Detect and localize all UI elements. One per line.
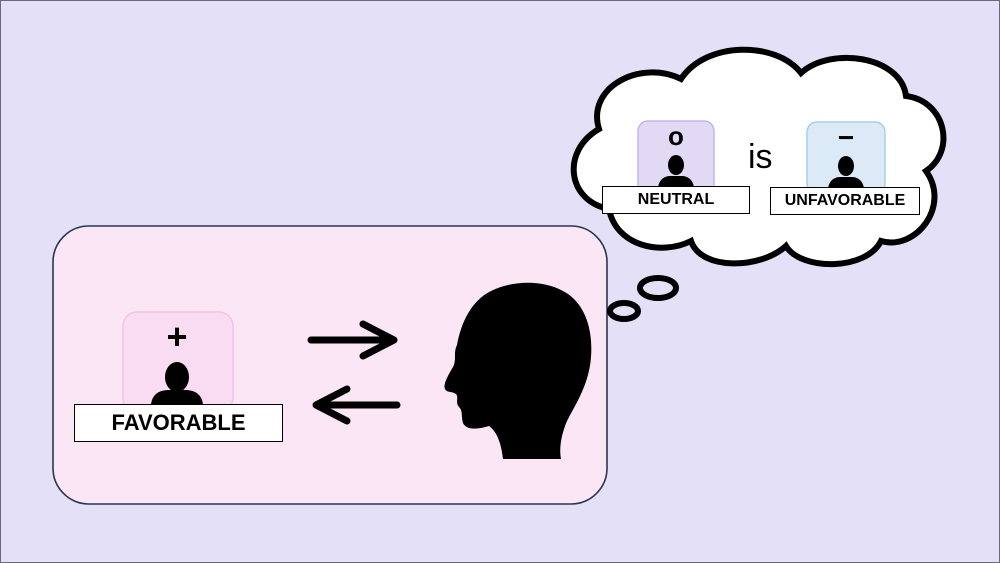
connector-word: is xyxy=(748,138,773,176)
favorable-label: FAVORABLE xyxy=(74,404,283,442)
unfavorable-label-text: UNFAVORABLE xyxy=(784,192,906,209)
arrow-left-icon xyxy=(312,385,401,425)
neutral-sign: o xyxy=(668,121,684,151)
person-silhouette-icon xyxy=(151,362,203,404)
thought-bubble-medium xyxy=(637,275,679,301)
favorable-sign: + xyxy=(166,316,188,357)
person-silhouette-icon xyxy=(658,155,694,187)
head-profile-icon xyxy=(444,282,592,459)
neutral-label-text: NEUTRAL xyxy=(637,191,715,208)
arrow-right-icon xyxy=(307,320,398,360)
thought-bubble-small xyxy=(607,300,641,322)
unfavorable-label: UNFAVORABLE xyxy=(770,187,920,215)
favorable-label-text: FAVORABLE xyxy=(111,410,246,435)
person-silhouette-icon xyxy=(828,156,864,188)
unfavorable-sign: − xyxy=(837,122,855,153)
neutral-label: NEUTRAL xyxy=(602,186,750,214)
